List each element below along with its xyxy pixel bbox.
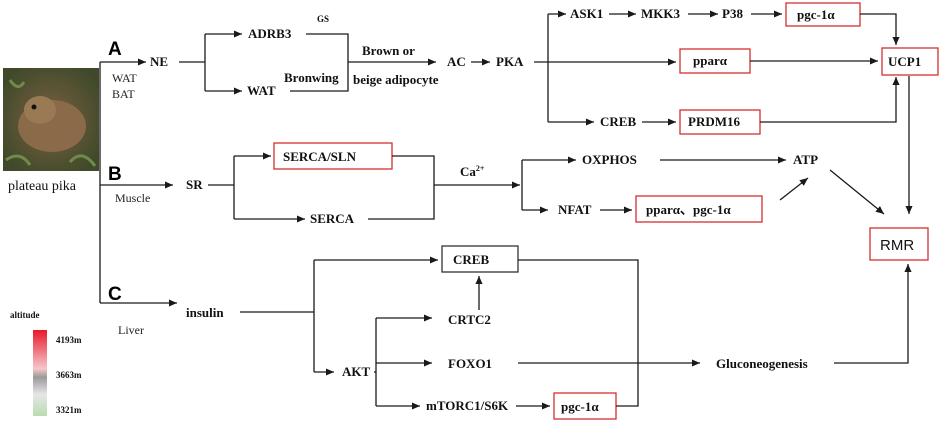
- node-pgc1a-c: pgc-1α: [561, 399, 599, 414]
- legend-color-bar: [33, 330, 47, 416]
- node-rmr: RMR: [880, 237, 914, 254]
- arrow-ppara-pgc-to-atp: [779, 177, 809, 201]
- arrow-gluconeo-to-rmr: [834, 264, 912, 364]
- node-insulin: insulin: [186, 305, 224, 320]
- node-oxphos: OXPHOS: [582, 152, 637, 167]
- node-nfat: NFAT: [558, 202, 592, 217]
- node-atp: ATP: [793, 152, 818, 167]
- node-ppara-a: pparα: [693, 53, 728, 68]
- pika-photo: [3, 68, 99, 171]
- node-ucp1: UCP1: [888, 54, 921, 69]
- node-pka: PKA: [496, 54, 524, 69]
- node-sr: SR: [186, 177, 203, 192]
- box-ucp1: [881, 47, 939, 76]
- node-ppara-pgc: pparα、pgc-1α: [646, 202, 731, 217]
- node-ac: AC: [447, 54, 466, 69]
- label-ca-text: Ca: [460, 164, 476, 179]
- section-b-tissue: Muscle: [115, 191, 150, 205]
- node-ask1: ASK1: [570, 6, 603, 21]
- arrow-prdm16-to-ucp1: [760, 77, 900, 123]
- node-akt: AKT: [342, 364, 371, 379]
- arrow-pgc1a-to-ucp1: [860, 13, 900, 45]
- node-mtorc: mTORC1/S6K: [426, 398, 509, 413]
- serca-merge: [368, 155, 435, 220]
- box-serca-sln: [273, 142, 393, 170]
- label-ca-sup: 2+: [476, 164, 485, 173]
- box-creb-c: [441, 245, 519, 273]
- node-adrb3: ADRB3: [248, 26, 292, 41]
- label-ca: Ca2+: [460, 164, 485, 179]
- label-bronwing: Bronwing: [284, 70, 339, 85]
- akt-branch: [374, 318, 377, 406]
- box-prdm16: [679, 109, 761, 135]
- label-brown-line1: Brown or: [362, 43, 415, 58]
- arrow-atp-to-rmr: [829, 169, 885, 215]
- node-foxo1: FOXO1: [448, 356, 492, 371]
- section-c-tissue: Liver: [118, 323, 144, 337]
- node-p38: P38: [722, 6, 743, 21]
- node-gluconeo: Gluconeogenesis: [716, 356, 808, 371]
- pka-branch: [534, 14, 549, 122]
- organism-label: plateau pika: [8, 179, 77, 194]
- node-ne: NE: [150, 54, 168, 69]
- label-gs: GS: [317, 14, 329, 24]
- section-b-letter: B: [108, 164, 122, 185]
- legend-low: 3321m: [56, 405, 82, 415]
- node-creb-c: CREB: [453, 252, 489, 267]
- pgc1a-c-to-creb-loop: [518, 259, 639, 407]
- section-a-letter: A: [108, 39, 122, 60]
- node-serca-sln: SERCA/SLN: [283, 149, 357, 164]
- box-pgc1a-c: [553, 392, 617, 420]
- node-serca: SERCA: [310, 211, 355, 226]
- altitude-legend: altitude 4193m 3663m 3321m: [10, 310, 82, 416]
- node-mkk3: MKK3: [641, 6, 680, 21]
- label-brown-line2: beige adipocyte: [353, 72, 439, 87]
- box-ppara-pgc: [635, 195, 763, 223]
- insulin-branch: [240, 260, 315, 372]
- node-crtc2: CRTC2: [448, 312, 491, 327]
- section-c-letter: C: [108, 284, 122, 305]
- section-a-tissue-wat: WAT: [112, 71, 137, 85]
- legend-high: 4193m: [56, 335, 82, 345]
- sr-branch: [208, 156, 235, 219]
- legend-title: altitude: [10, 310, 40, 320]
- node-prdm16: PRDM16: [688, 114, 740, 129]
- node-wat: WAT: [247, 83, 276, 98]
- node-creb-a: CREB: [600, 114, 636, 129]
- box-rmr: [869, 227, 929, 261]
- section-a-tissue-bat: BAT: [112, 87, 135, 101]
- legend-mid: 3663m: [56, 370, 82, 380]
- node-pgc1a-a: pgc-1α: [797, 7, 835, 22]
- ne-branch: [179, 34, 206, 91]
